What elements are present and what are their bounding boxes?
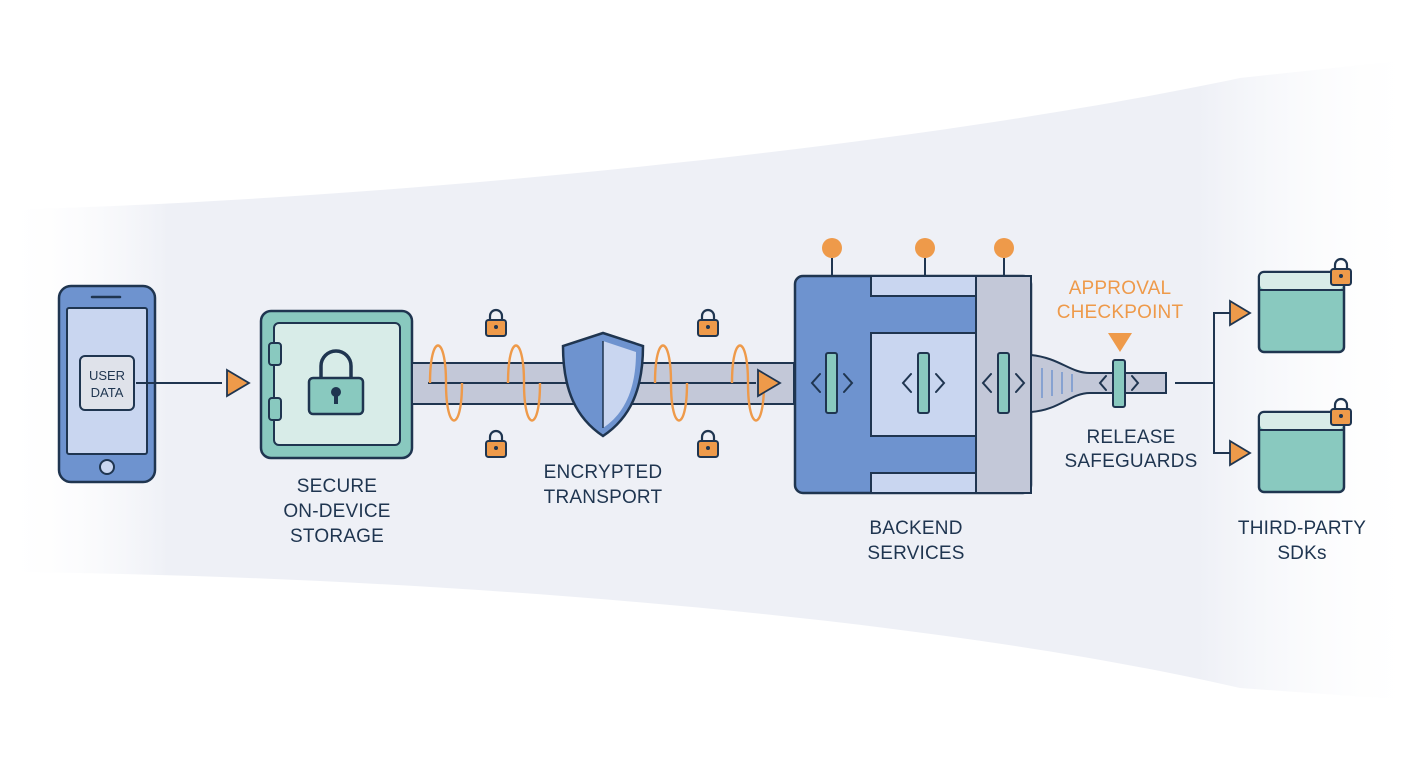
app-window-icon [1257, 410, 1346, 494]
shield-icon [561, 331, 645, 438]
backend-label-line2: SERVICES [867, 543, 964, 564]
arrowhead-icon [757, 368, 782, 398]
data-streak [136, 364, 222, 403]
arrowhead-icon [226, 368, 251, 398]
server-icon [793, 238, 1033, 495]
user-data-label-line2: DATA [91, 385, 124, 400]
sdks-label-line2: SDKs [1277, 543, 1326, 564]
checkpoint-label-line1: APPROVAL [1069, 278, 1172, 299]
smartphone-icon: USER DATA [57, 284, 157, 484]
transport-label-line1: ENCRYPTED [544, 462, 663, 483]
vault-icon [259, 309, 414, 460]
storage-label-line1: SECURE [297, 476, 377, 497]
user-data-card [79, 355, 135, 411]
sdks-label-line1: THIRD-PARTY [1238, 518, 1366, 539]
release-funnel [1030, 333, 1167, 414]
checkpoint-label-line2: CHECKPOINT [1057, 302, 1184, 323]
release-label-line2: SAFEGUARDS [1065, 451, 1198, 472]
arrowhead-icon [1229, 439, 1252, 467]
transport-label-line2: TRANSPORT [544, 487, 663, 508]
arrowhead-icon [1229, 299, 1252, 327]
storage-label-line2: ON-DEVICE [283, 501, 390, 522]
branch-connector [1175, 312, 1232, 454]
checkpoint-marker [1108, 333, 1132, 352]
release-label-line1: RELEASE [1086, 427, 1175, 448]
backend-label-line1: BACKEND [869, 518, 962, 539]
app-window-icon [1257, 270, 1346, 354]
user-data-label-line1: USER [89, 368, 125, 383]
storage-label-line3: STORAGE [290, 526, 384, 547]
